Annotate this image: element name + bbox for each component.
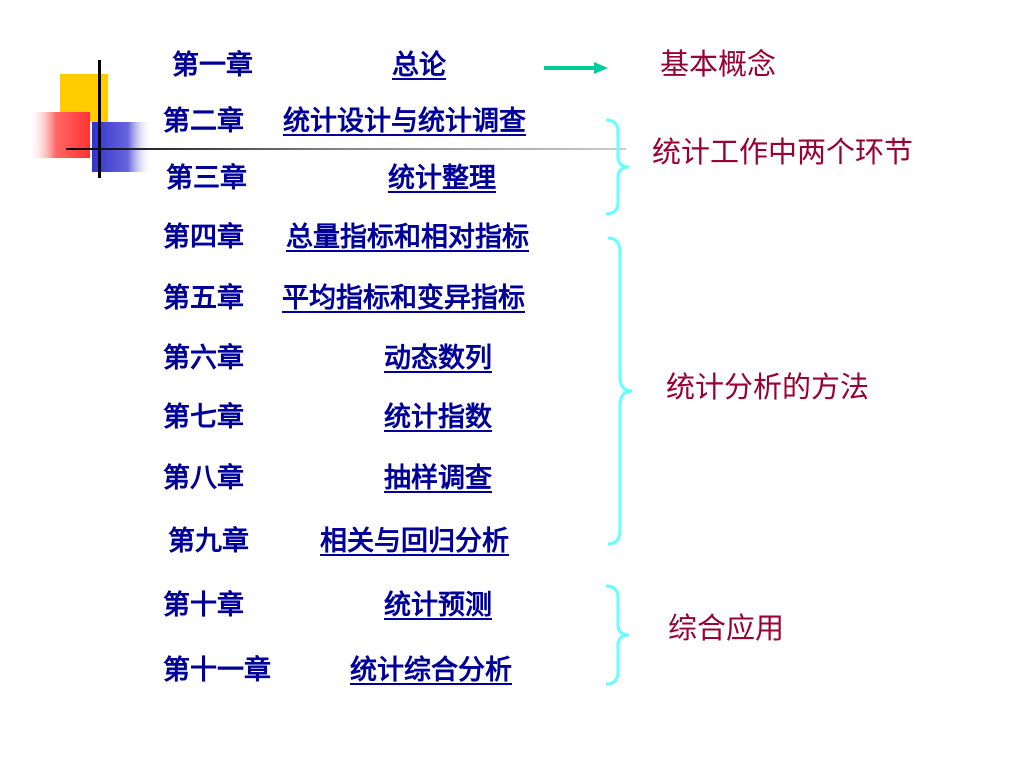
brace-icon xyxy=(602,118,632,220)
chapter-number: 第五章 xyxy=(163,283,244,314)
chapter-link[interactable]: 总量指标和相对指标 xyxy=(286,222,529,253)
chapter-number: 第一章 xyxy=(172,50,253,81)
chapter-link[interactable]: 平均指标和变异指标 xyxy=(282,283,525,314)
category-work-stages: 统计工作中两个环节 xyxy=(652,135,914,169)
chapter-link[interactable]: 统计预测 xyxy=(384,590,492,621)
chapter-link[interactable]: 抽样调查 xyxy=(384,463,492,494)
chapter-number: 第六章 xyxy=(163,343,244,374)
chapter-number: 第三章 xyxy=(166,163,247,194)
category-application: 综合应用 xyxy=(668,611,785,645)
chapter-number: 第七章 xyxy=(163,402,244,433)
chapter-link[interactable]: 统计设计与统计调查 xyxy=(283,106,526,137)
category-analysis-methods: 统计分析的方法 xyxy=(666,370,870,404)
chapter-link[interactable]: 统计指数 xyxy=(384,402,492,433)
chapter-link[interactable]: 相关与回归分析 xyxy=(320,526,509,557)
brace-icon xyxy=(604,236,634,550)
chapter-number: 第八章 xyxy=(163,463,244,494)
chapter-number: 第四章 xyxy=(163,222,244,253)
chapter-number: 第九章 xyxy=(168,526,249,557)
category-basic-concepts: 基本概念 xyxy=(660,47,777,81)
chapter-link[interactable]: 动态数列 xyxy=(384,343,492,374)
chapter-number: 第十章 xyxy=(163,590,244,621)
chapter-link[interactable]: 统计整理 xyxy=(388,163,496,194)
brace-icon xyxy=(602,584,632,690)
chapter-link[interactable]: 总论 xyxy=(392,50,446,81)
chapter-number: 第十一章 xyxy=(163,655,271,686)
slide-corner-decoration-icon xyxy=(0,0,1024,200)
chapter-number: 第二章 xyxy=(163,106,244,137)
chapter-link[interactable]: 统计综合分析 xyxy=(350,655,512,686)
arrow-right-icon xyxy=(544,60,608,79)
